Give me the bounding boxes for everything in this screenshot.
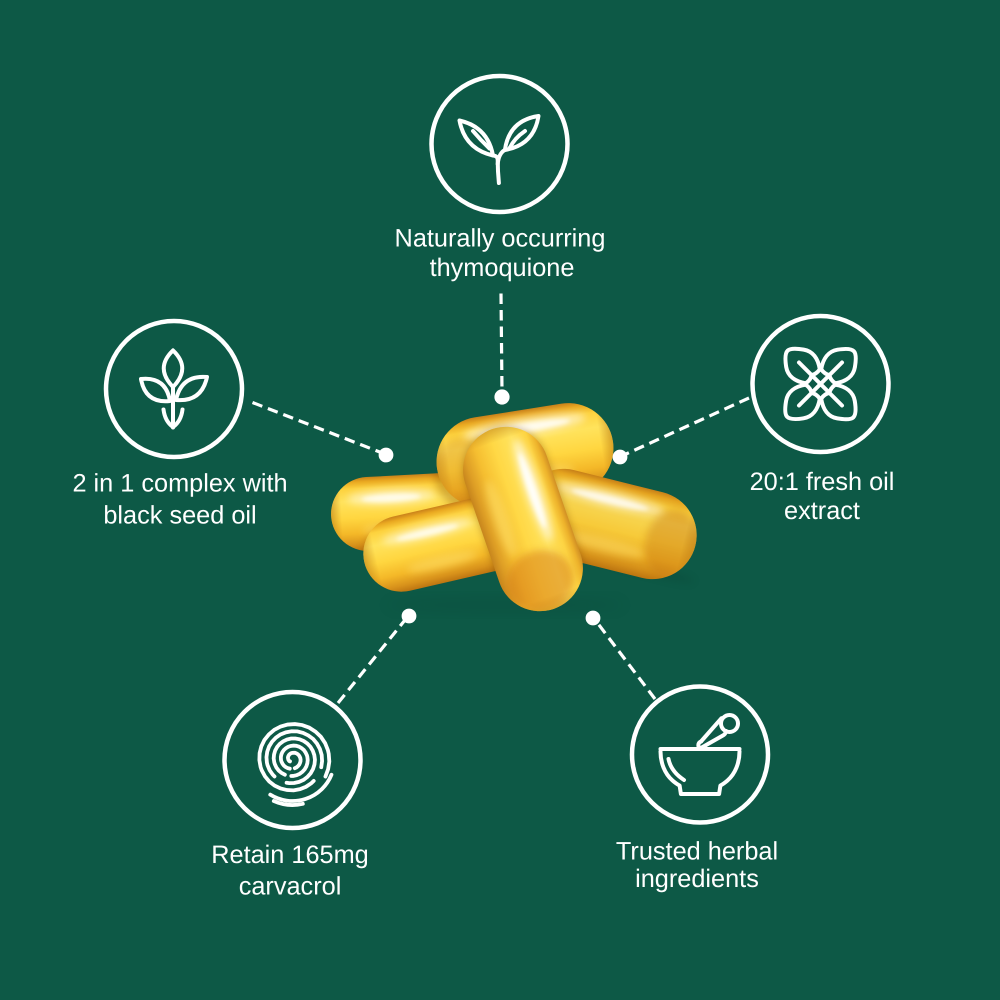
svg-text:Naturally occurring: Naturally occurring bbox=[395, 225, 606, 253]
svg-text:2 in 1 complex with: 2 in 1 complex with bbox=[72, 470, 287, 498]
svg-text:black seed oil: black seed oil bbox=[103, 502, 256, 530]
svg-text:carvacrol: carvacrol bbox=[239, 873, 342, 901]
svg-text:Trusted herbal: Trusted herbal bbox=[616, 838, 778, 866]
svg-text:extract: extract bbox=[784, 497, 860, 525]
svg-text:20:1 fresh oil: 20:1 fresh oil bbox=[750, 468, 895, 496]
svg-text:thymoquione: thymoquione bbox=[430, 254, 575, 282]
svg-text:Retain 165mg: Retain 165mg bbox=[211, 841, 369, 869]
svg-text:ingredients: ingredients bbox=[635, 865, 759, 893]
